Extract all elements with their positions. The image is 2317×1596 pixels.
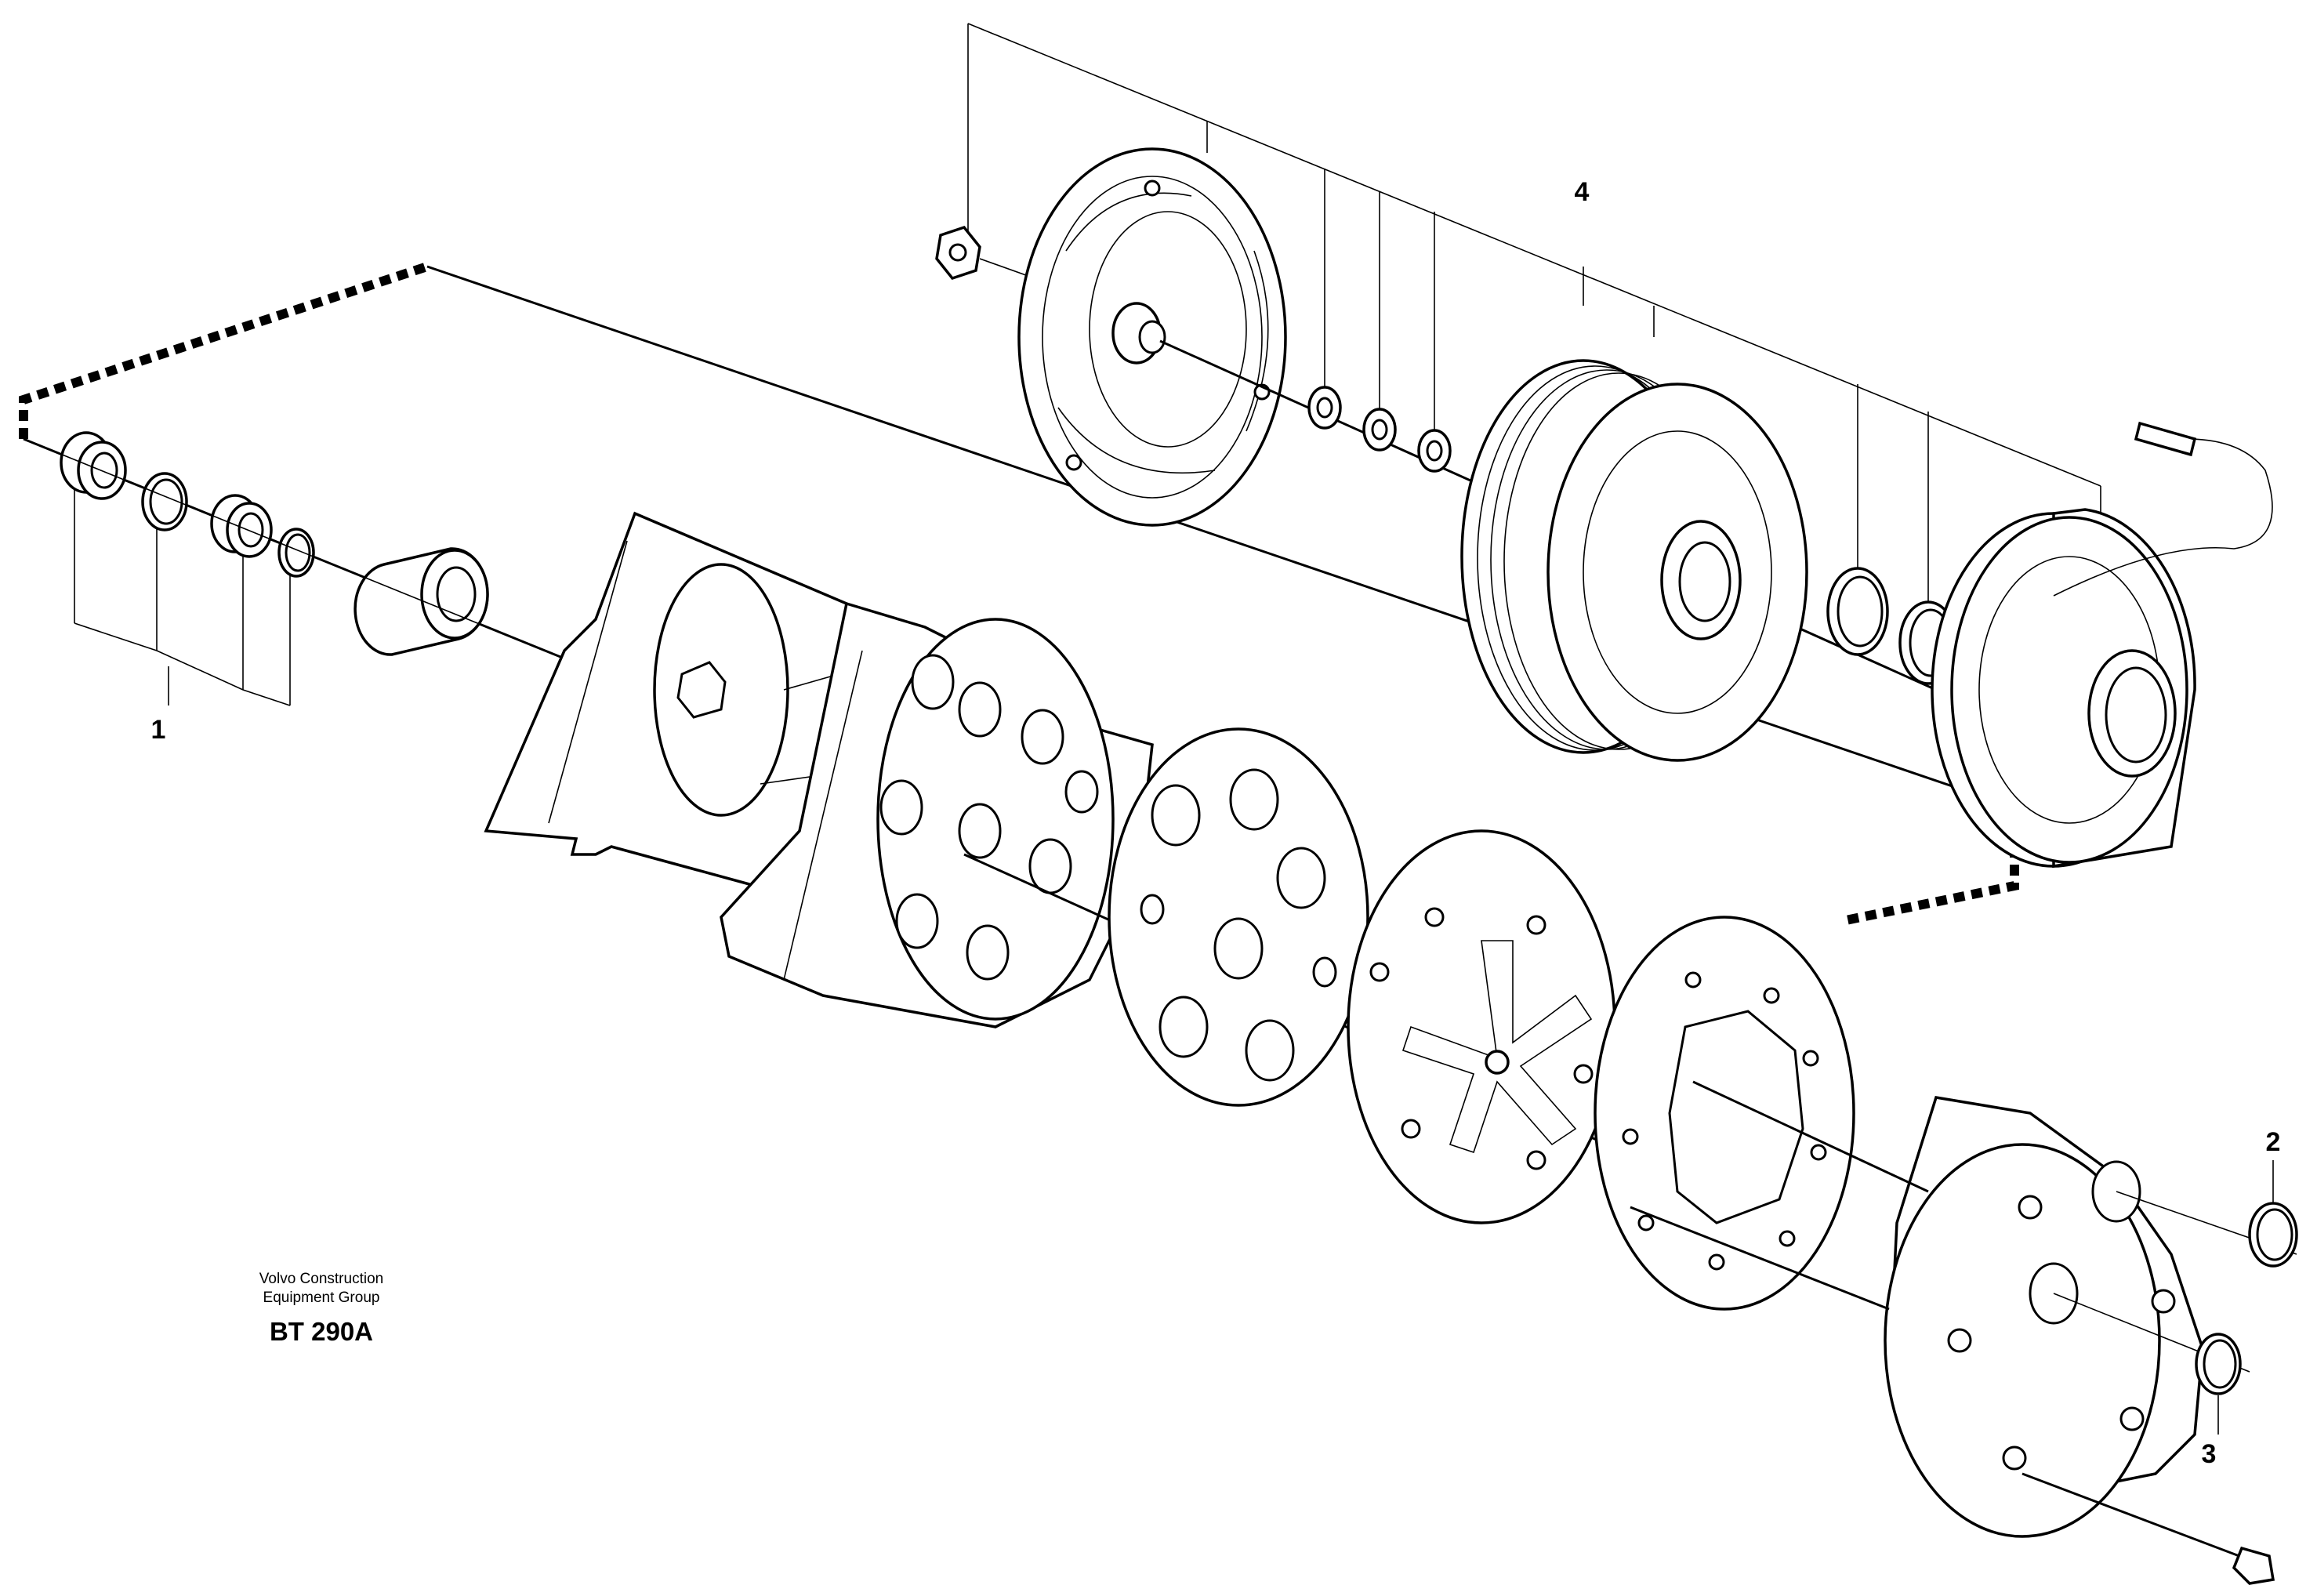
cylinder-head: [1884, 1096, 2204, 1538]
pulley: [1460, 359, 1808, 762]
o-ring-2: [2248, 1160, 2298, 1268]
callout-4: 4: [1575, 177, 1590, 207]
callout-1: 1: [151, 715, 166, 745]
bearing-small: [60, 431, 127, 500]
drawing-code: BT 290A: [269, 1317, 374, 1346]
callout-3: 3: [2202, 1439, 2217, 1469]
compressor-body: [484, 511, 899, 903]
publisher-stamp: Volvo Construction Equipment Group: [235, 1270, 408, 1308]
head-gasket: [1594, 916, 1855, 1311]
through-bolts: [1630, 1080, 2275, 1585]
callout-2: 2: [2266, 1127, 2281, 1157]
snap-ring: [141, 472, 188, 531]
leader-group-4: [967, 23, 2101, 627]
field-coil: [1931, 421, 2273, 869]
bushing: [354, 547, 489, 656]
stamp-line-1: Volvo Construction: [259, 1271, 384, 1287]
shim-washers: [1307, 386, 1452, 473]
reed-valve-plate: [1108, 727, 1369, 1107]
seal-sleeve: [210, 494, 273, 558]
o-ring-small: [277, 528, 315, 578]
valve-plate-housing: [720, 601, 1154, 1028]
valve-ports: [879, 654, 1099, 981]
suction-reed-plate: [1347, 829, 1616, 1224]
hex-nut: [935, 225, 1035, 281]
stamp-line-2: Equipment Group: [263, 1289, 380, 1306]
clutch-hub-plate: [1017, 147, 1287, 527]
o-ring-3: [2195, 1333, 2242, 1435]
